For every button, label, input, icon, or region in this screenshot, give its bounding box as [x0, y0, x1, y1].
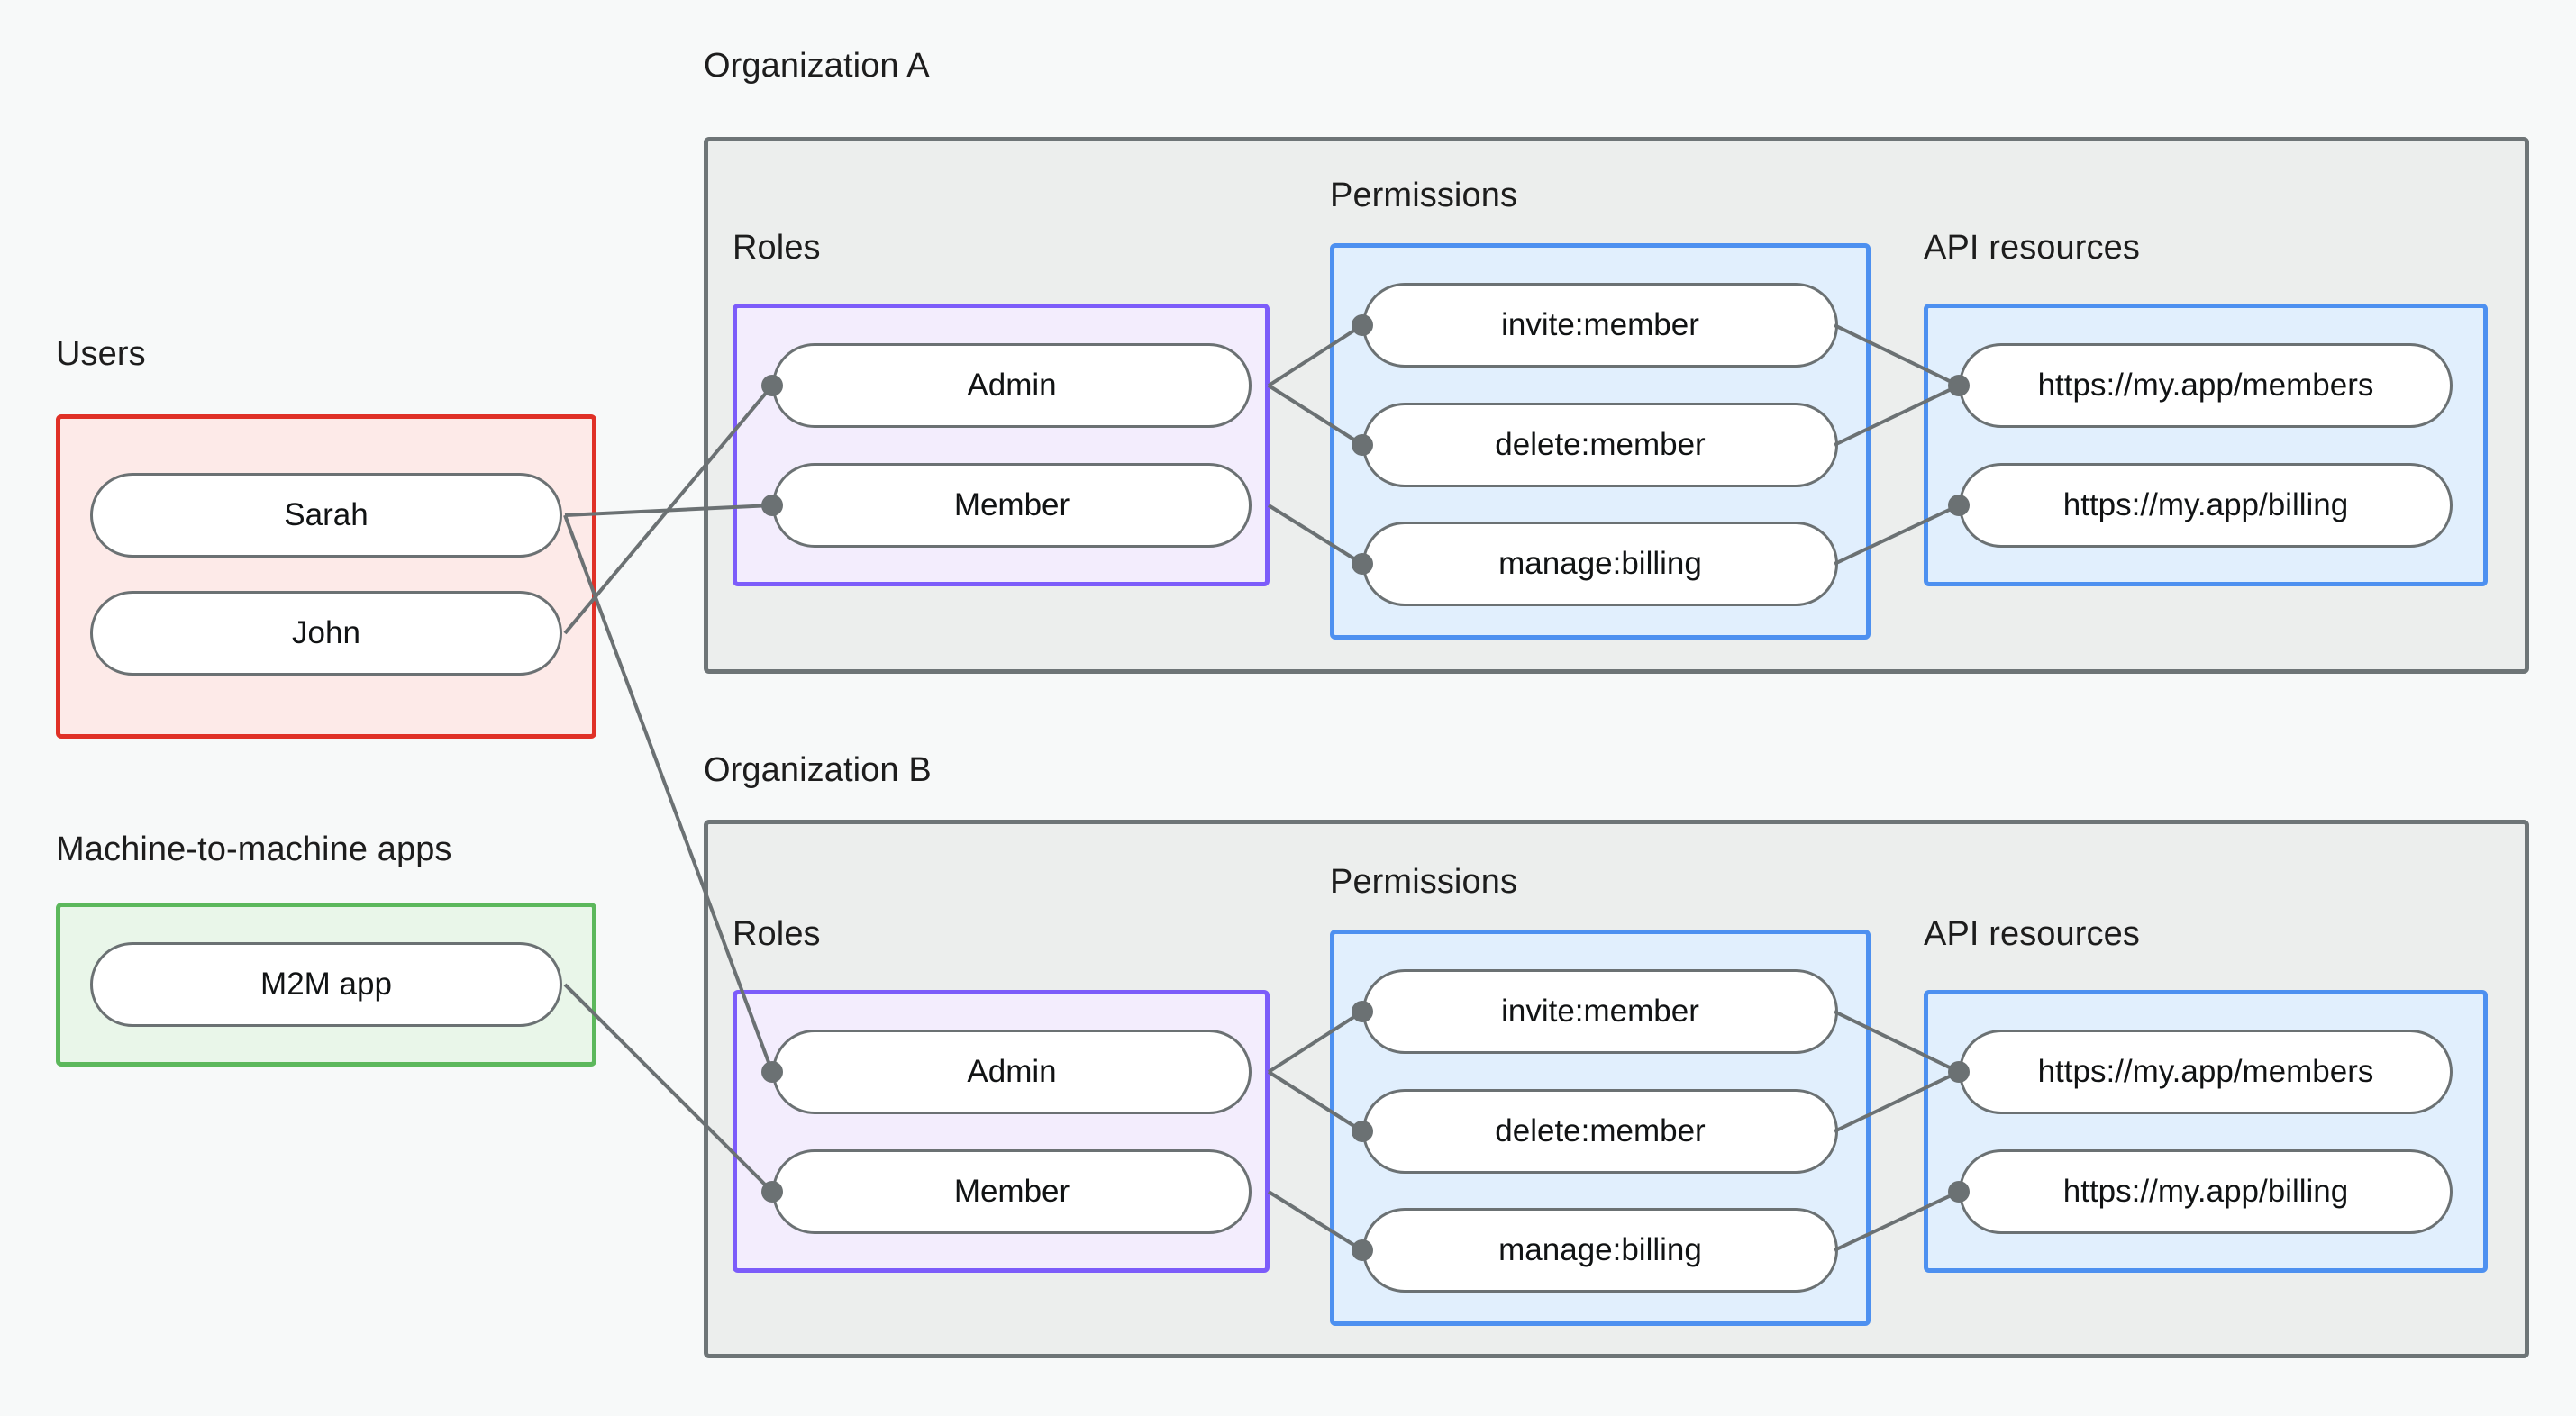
users-label: Users [56, 335, 146, 373]
org-a-api-resource-billing[interactable]: https://my.app/billing [1959, 463, 2453, 548]
org-b-roles-label: Roles [733, 915, 821, 953]
org-a-permission-billing[interactable]: manage:billing [1362, 522, 1838, 606]
m2m-node-app[interactable]: M2M app [90, 942, 562, 1027]
org-b-role-admin[interactable]: Admin [772, 1030, 1252, 1114]
org-b-label: Organization B [704, 751, 932, 789]
org-b-role-member[interactable]: Member [772, 1149, 1252, 1234]
org-b-permission-invite[interactable]: invite:member [1362, 969, 1838, 1054]
org-a-permissions-label: Permissions [1330, 177, 1518, 214]
org-a-api-resource-members[interactable]: https://my.app/members [1959, 343, 2453, 428]
org-a-label: Organization A [704, 47, 930, 85]
org-a-role-member[interactable]: Member [772, 463, 1252, 548]
org-a-api-label: API resources [1924, 229, 2140, 267]
org-b-api-resource-members[interactable]: https://my.app/members [1959, 1030, 2453, 1114]
user-node-sarah[interactable]: Sarah [90, 473, 562, 558]
org-b-api-resource-billing[interactable]: https://my.app/billing [1959, 1149, 2453, 1234]
org-a-roles-label: Roles [733, 229, 821, 267]
org-b-api-label: API resources [1924, 915, 2140, 953]
org-a-permission-delete[interactable]: delete:member [1362, 403, 1838, 487]
org-a-role-admin[interactable]: Admin [772, 343, 1252, 428]
org-a-permission-invite[interactable]: invite:member [1362, 283, 1838, 368]
org-b-permission-delete[interactable]: delete:member [1362, 1089, 1838, 1174]
org-b-permissions-label: Permissions [1330, 863, 1518, 901]
users-cluster [56, 414, 596, 739]
user-node-john[interactable]: John [90, 591, 562, 676]
org-b-permission-billing[interactable]: manage:billing [1362, 1208, 1838, 1293]
m2m-label: Machine-to-machine apps [56, 831, 452, 868]
